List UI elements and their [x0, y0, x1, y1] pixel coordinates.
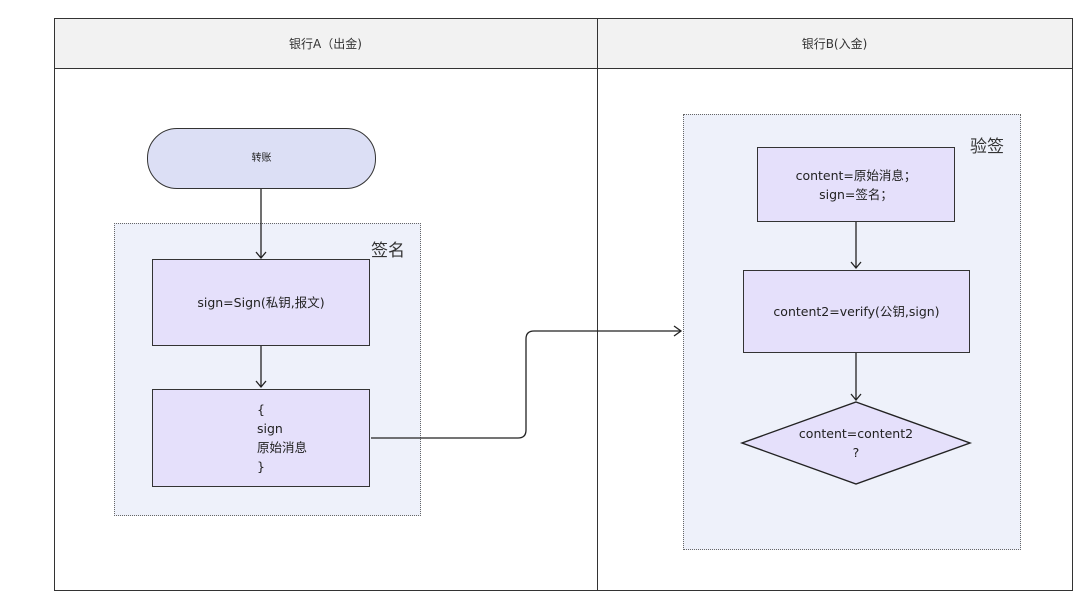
assign-node: content=原始消息； sign=签名； [757, 147, 955, 222]
assign-line-2: sign=签名； [819, 186, 893, 202]
payload-line-2: sign [257, 421, 283, 436]
arrowhead-sign-to-payload [255, 380, 267, 389]
arrowhead-start-to-sign [255, 251, 267, 260]
lane-border-left [54, 18, 55, 591]
decision-node-text: content=content2 ? [762, 424, 950, 462]
payload-node-text: { sign 原始消息 } [257, 400, 307, 476]
group-sign-title: 签名 [371, 241, 405, 261]
lane-border-top [54, 18, 1073, 19]
start-node-label: 转账 [251, 153, 272, 164]
group-verify-title: 验签 [970, 137, 1004, 157]
lane-header-bank-b: 银行B(入金) [597, 18, 1072, 68]
verify-node-label: content2=verify(公钥,sign) [773, 304, 940, 319]
decision-diamond [739, 401, 973, 485]
arrowhead-payload-to-bank-b [673, 325, 683, 337]
decision-line-1: content=content2 [798, 426, 914, 441]
sign-node: sign=Sign(私钥,报文) [152, 259, 370, 346]
assign-line-1: content=原始消息； [795, 167, 917, 183]
lane-header-divider [54, 68, 1073, 69]
lane-border-bottom [54, 590, 1073, 591]
payload-node: { sign 原始消息 } [152, 389, 370, 487]
lane-header-bank-a: 银行A（出金) [54, 18, 597, 68]
arrowhead-verify-to-decision [850, 393, 862, 402]
assign-node-text: content=原始消息； sign=签名； [796, 166, 917, 204]
lane-border-right [1072, 18, 1073, 591]
payload-line-3: 原始消息 [257, 440, 308, 455]
payload-line-1: { [257, 402, 265, 417]
lane-divider [597, 18, 598, 591]
edge-payload-to-bank-b [371, 330, 680, 439]
payload-line-4: } [257, 459, 265, 474]
sign-node-label: sign=Sign(私钥,报文) [197, 295, 325, 310]
decision-line-2: ? [852, 445, 860, 460]
arrowhead-assign-to-verify [850, 261, 862, 270]
verify-node: content2=verify(公钥,sign) [743, 270, 970, 353]
lane-title-bank-a: 银行A（出金) [289, 36, 362, 51]
lane-title-bank-b: 银行B(入金) [801, 36, 868, 51]
start-node-transfer: 转账 [147, 128, 376, 189]
